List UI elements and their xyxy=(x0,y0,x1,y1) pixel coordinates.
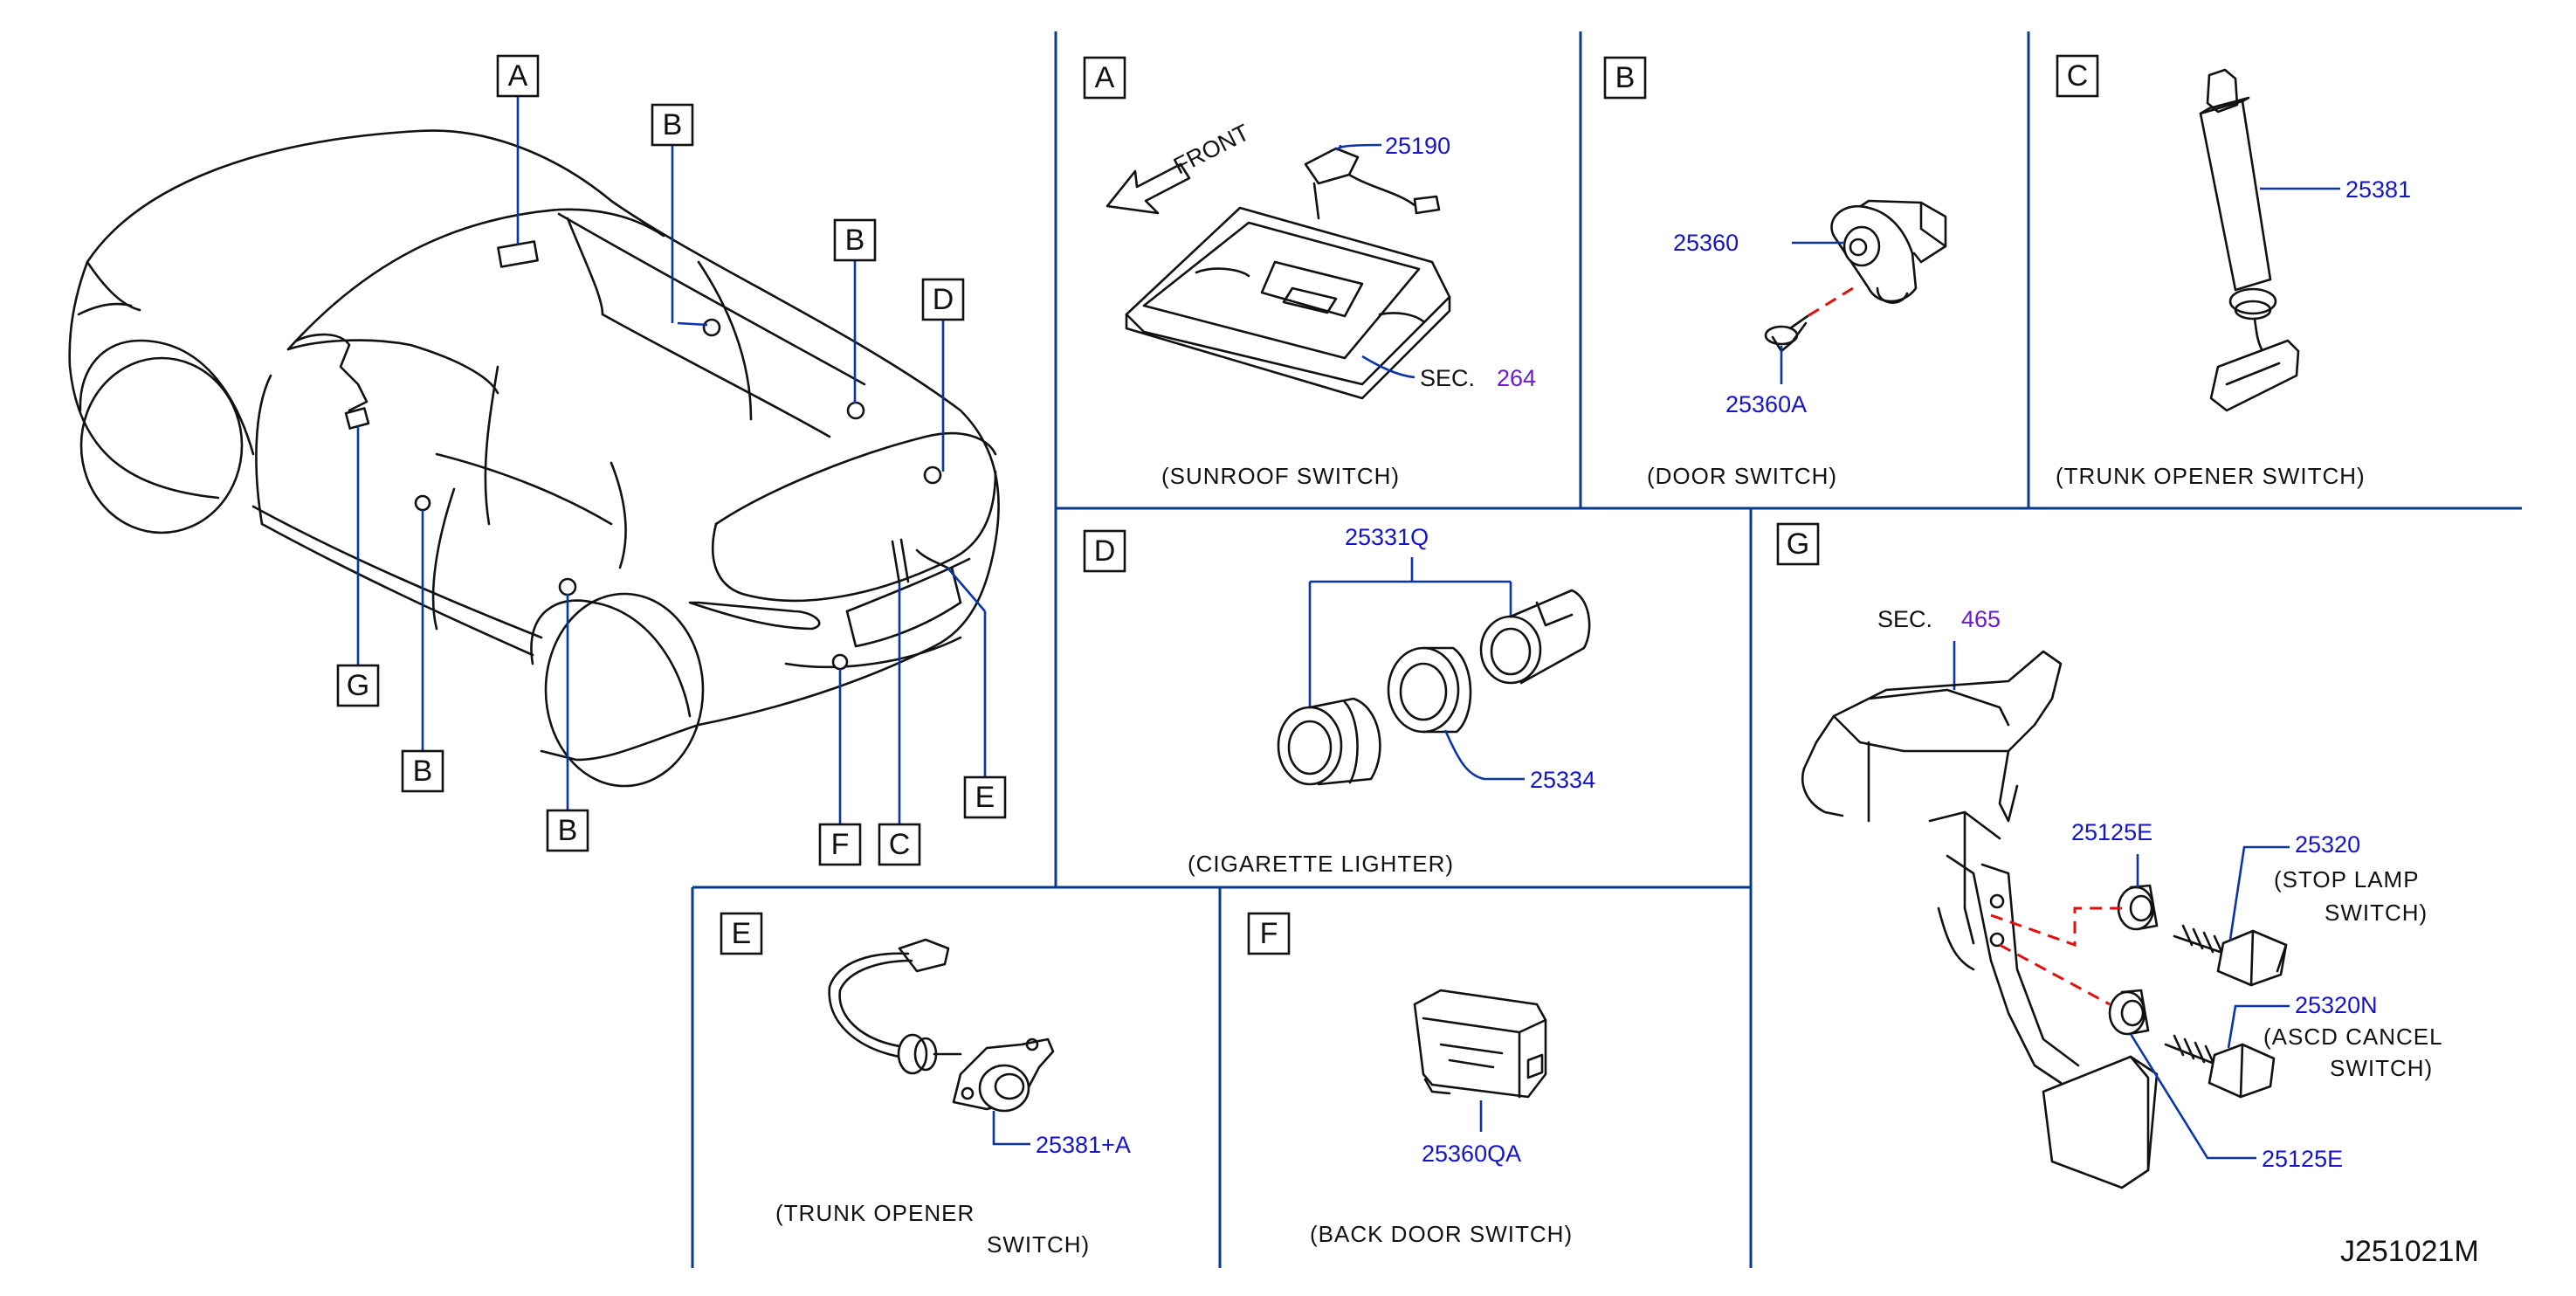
sec-number-264: 264 xyxy=(1497,365,1536,391)
part-number-25334: 25334 xyxy=(1530,767,1595,793)
part-number-25125e-bottom: 25125E xyxy=(2262,1146,2343,1172)
callout-box-f: F xyxy=(818,823,862,866)
callout-box-g: G xyxy=(336,664,380,707)
caption-trunk-opener-line2: SWITCH) xyxy=(987,1231,1090,1258)
stop-lamp-caption-line1: (STOP LAMP xyxy=(2274,866,2420,893)
callout-box-a: A xyxy=(496,54,540,98)
front-label: FRONT xyxy=(1169,119,1253,179)
callout-box-b: B xyxy=(401,749,444,793)
part-number-25190: 25190 xyxy=(1385,133,1450,159)
front-arrow-icon xyxy=(1105,162,1191,215)
trunk-opener-switch-drawing xyxy=(2199,68,2300,412)
callout-box-b: B xyxy=(651,103,694,147)
callout-box-b: B xyxy=(546,809,589,852)
svg-text:B: B xyxy=(845,224,865,257)
caption-trunk-opener-switch: (TRUNK OPENER SWITCH) xyxy=(2056,463,2366,489)
svg-text:E: E xyxy=(732,917,752,950)
car-overview xyxy=(68,96,1000,824)
sec-label-g: SEC. xyxy=(1877,606,1932,632)
panel-letter-g: G xyxy=(1776,522,1820,566)
panel-letter-a: A xyxy=(1083,56,1126,100)
caption-trunk-opener-line1: (TRUNK OPENER xyxy=(775,1200,975,1226)
stop-lamp-switch-drawing xyxy=(2173,924,2288,987)
callout-box-c: C xyxy=(878,823,921,866)
panel-letter-e: E xyxy=(720,912,763,955)
svg-text:D: D xyxy=(933,283,954,316)
svg-text:D: D xyxy=(1094,534,1116,568)
svg-text:C: C xyxy=(889,828,911,861)
part-number-25360: 25360 xyxy=(1673,230,1739,256)
svg-text:B: B xyxy=(1615,61,1636,94)
panel-letter-b: B xyxy=(1603,56,1647,100)
sec-label: SEC. xyxy=(1420,365,1475,391)
svg-text:C: C xyxy=(2067,59,2089,93)
stop-lamp-caption-line2: SWITCH) xyxy=(2325,900,2428,926)
back-door-switch-drawing xyxy=(1413,989,1547,1099)
part-number-25360a: 25360A xyxy=(1725,391,1807,417)
panel-letter-d: D xyxy=(1083,529,1126,573)
part-number-25360qa: 25360QA xyxy=(1422,1141,1521,1167)
ascd-cancel-switch-drawing xyxy=(2164,1034,2276,1099)
svg-text:G: G xyxy=(347,669,369,702)
ascd-caption-line2: SWITCH) xyxy=(2330,1055,2433,1081)
pedal-bracket-drawing xyxy=(1801,650,2159,1189)
svg-text:B: B xyxy=(413,755,433,788)
screw-drawing xyxy=(1764,314,1809,353)
callout-box-e: E xyxy=(963,776,1007,819)
part-number-25320n: 25320N xyxy=(2295,992,2378,1018)
panel-letter-c: C xyxy=(2056,54,2099,98)
svg-text:A: A xyxy=(508,59,528,93)
clip-drawing-bottom xyxy=(2108,989,2150,1036)
caption-cigarette-lighter: (CIGARETTE LIGHTER) xyxy=(1188,851,1454,877)
part-number-25320: 25320 xyxy=(2295,831,2360,858)
svg-text:B: B xyxy=(558,814,578,847)
part-number-25331q: 25331Q xyxy=(1345,524,1429,550)
svg-text:G: G xyxy=(1787,527,1809,561)
door-switch-drawing xyxy=(1830,199,1947,304)
part-number-25125e-top: 25125E xyxy=(2071,819,2152,845)
sec-number-465: 465 xyxy=(1961,606,2001,632)
svg-text:B: B xyxy=(663,108,683,141)
cigarette-lighter-drawing xyxy=(1277,589,1591,786)
panel-dividers xyxy=(691,31,2522,1268)
svg-text:F: F xyxy=(831,828,850,861)
caption-door-switch: (DOOR SWITCH) xyxy=(1647,463,1837,489)
svg-text:E: E xyxy=(975,781,995,814)
callout-box-d: D xyxy=(921,278,965,321)
svg-text:F: F xyxy=(1260,917,1278,950)
svg-text:A: A xyxy=(1095,61,1115,94)
panel-letter-f: F xyxy=(1247,912,1291,955)
caption-back-door-switch: (BACK DOOR SWITCH) xyxy=(1310,1221,1573,1247)
part-number-25381a: 25381+A xyxy=(1036,1132,1131,1158)
part-number-25381: 25381 xyxy=(2345,176,2411,203)
ascd-caption-line1: (ASCD CANCEL xyxy=(2263,1024,2443,1050)
caption-sunroof-switch: (SUNROOF SWITCH) xyxy=(1161,463,1400,489)
diagram-code: J251021M xyxy=(2340,1235,2479,1268)
callout-box-b: B xyxy=(833,218,877,262)
sunroof-switch-drawing xyxy=(1125,147,1451,400)
clip-drawing-top xyxy=(2117,884,2159,931)
trunk-opener-drawing xyxy=(828,938,1055,1113)
